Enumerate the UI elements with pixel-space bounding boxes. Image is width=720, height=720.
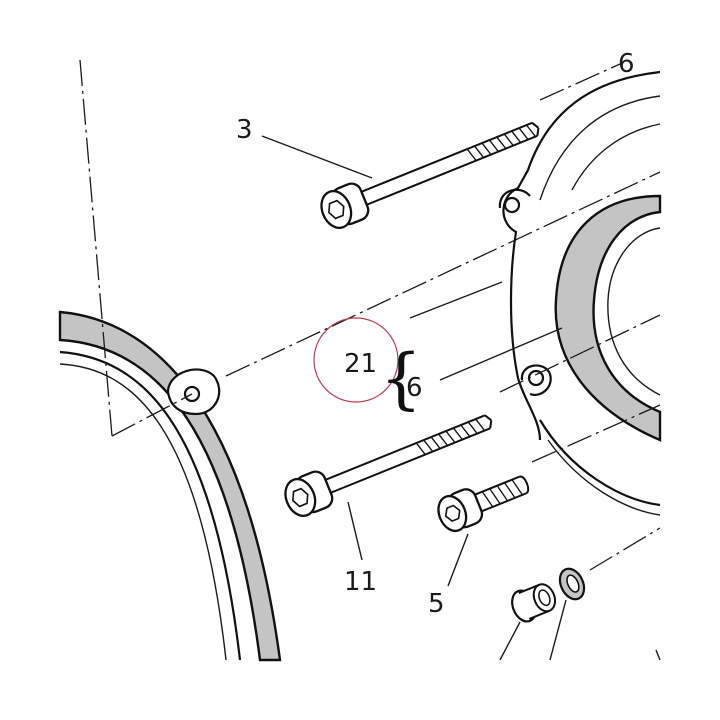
label-part-cut-top: 6 xyxy=(618,49,635,79)
leader-washer xyxy=(549,599,567,661)
label-part-3: 3 xyxy=(236,115,253,145)
left-gasket xyxy=(58,310,282,662)
leader-part-6-upper xyxy=(409,281,503,319)
annotation-circle xyxy=(313,317,399,403)
leader-part-5 xyxy=(447,533,469,587)
label-part-5: 5 xyxy=(428,589,445,619)
sealing-washer xyxy=(558,567,586,601)
leader-part-3 xyxy=(261,135,373,179)
centerlines xyxy=(79,59,661,571)
label-part-11: 11 xyxy=(344,567,377,597)
drain-plug xyxy=(511,583,557,623)
short-bolt-part-5 xyxy=(437,475,530,533)
label-part-6: 6 xyxy=(406,373,423,403)
leader-part-11 xyxy=(347,501,363,561)
long-bolt-part-3 xyxy=(320,121,540,230)
label-part-21: 21 xyxy=(344,349,377,379)
right-cover xyxy=(498,70,661,516)
leader-plug xyxy=(499,621,521,661)
leader-lines xyxy=(261,135,567,661)
long-bolt-part-11 xyxy=(284,414,493,518)
group-brace: { xyxy=(380,340,422,417)
cut-edge-mark xyxy=(655,649,661,661)
leader-part-6-lower xyxy=(439,327,563,381)
right-seal-ring xyxy=(554,194,662,442)
